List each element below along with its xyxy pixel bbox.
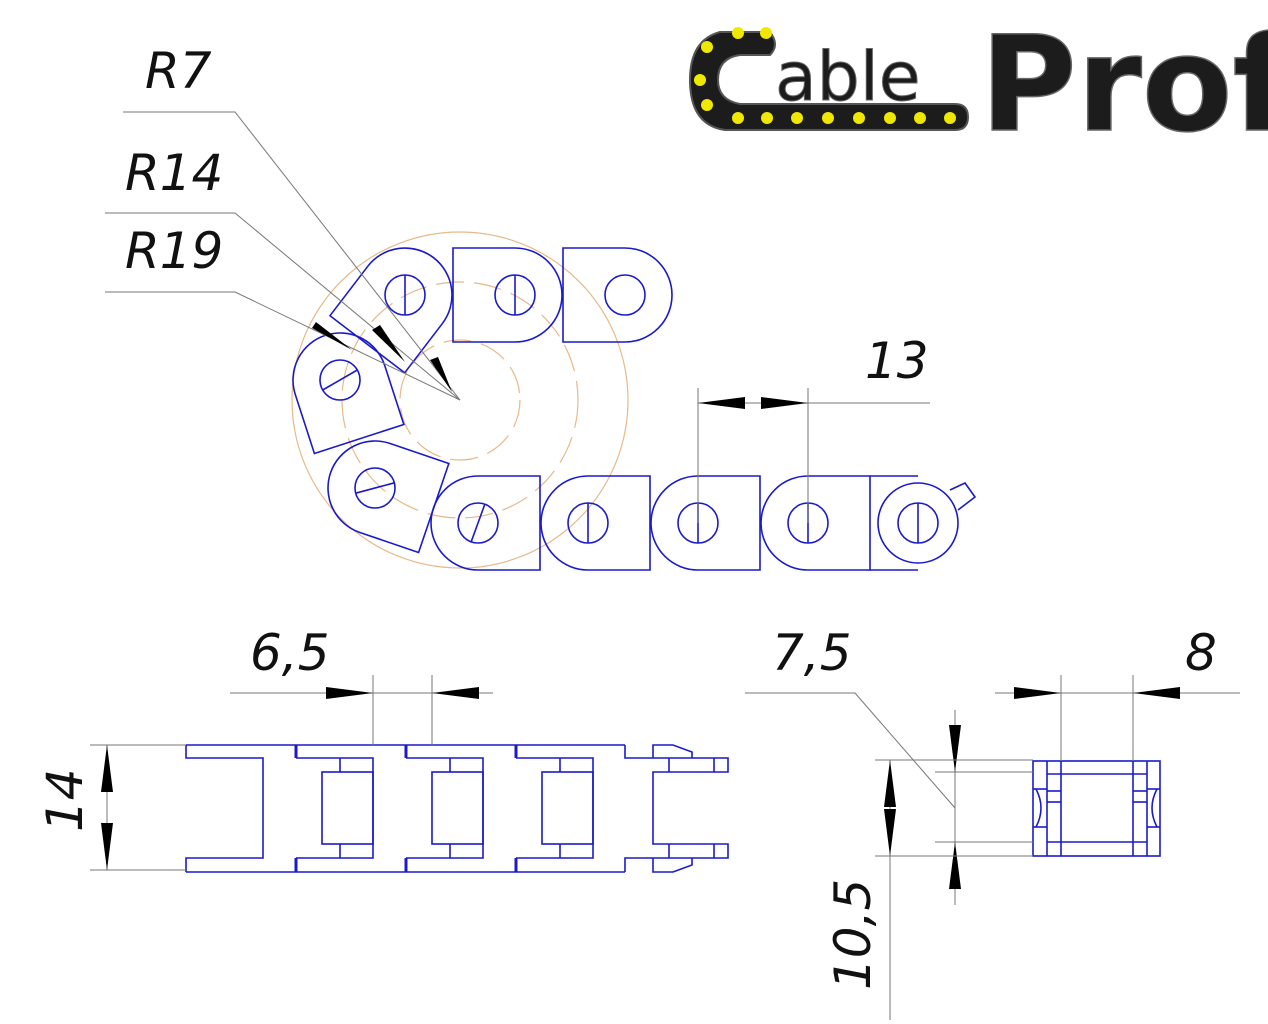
pin-slot: [470, 503, 486, 543]
height-dimension: [90, 744, 186, 871]
pin-slot: [322, 369, 358, 391]
chain-side-view: [185, 744, 729, 873]
pitch-dimension: [697, 388, 930, 523]
logo-text-able: able: [775, 38, 921, 117]
side-gap-dimension: [230, 675, 493, 745]
logo-dot: [884, 112, 896, 124]
dim-r19: R19: [125, 222, 223, 280]
radius-leaders: [105, 111, 461, 401]
side-link: [404, 745, 484, 872]
cableprof-logo: able Prof: [688, 7, 1268, 163]
chain-front-view: [292, 247, 959, 571]
dim-r7: R7: [145, 42, 212, 100]
chain-link: [328, 247, 453, 374]
pin-hole: [457, 502, 499, 544]
logo-dot: [822, 112, 834, 124]
pin-hole: [604, 274, 646, 316]
bend-radius-circles: [291, 231, 629, 569]
chain-end-view: [1032, 760, 1161, 857]
inner-width-dimension: [995, 675, 1240, 761]
logo-dot: [853, 112, 865, 124]
logo-dot: [914, 112, 926, 124]
side-link: [514, 745, 594, 872]
pin-slot: [355, 482, 395, 494]
pin-hole: [319, 359, 361, 401]
chain-link: [292, 332, 405, 455]
dim-inner-height: 7,5: [772, 624, 852, 682]
chain-link: [430, 475, 541, 571]
logo-dot: [791, 112, 803, 124]
logo-text-prof: Prof: [980, 8, 1268, 162]
logo-chain-dots: [694, 27, 956, 124]
outer-height-dimension: [875, 759, 1033, 1020]
dim-inner-width: 8: [1185, 624, 1217, 682]
chain-link: [760, 475, 871, 571]
inner-height-dimension: [745, 692, 1033, 905]
chain-link: [540, 475, 651, 571]
chain-link: [452, 247, 563, 343]
chain-link-end: [877, 482, 959, 564]
arrowhead: [430, 357, 452, 392]
dim-side-gap: 6,5: [250, 624, 330, 682]
dim-height: 14: [36, 768, 94, 832]
dim-r14: R14: [125, 144, 223, 202]
side-link: [294, 745, 374, 872]
logo-dot: [944, 112, 956, 124]
logo-dot: [732, 112, 744, 124]
logo-dot: [701, 99, 713, 111]
dim-outer-height: 10,5: [824, 879, 882, 990]
logo-dot: [694, 74, 706, 86]
chain-link: [650, 475, 761, 571]
chain-link: [562, 247, 673, 343]
logo-chain-c: [688, 31, 970, 131]
logo-dot: [732, 27, 744, 39]
end-tab: [949, 481, 977, 511]
chain-link: [327, 440, 450, 554]
arrowhead: [312, 322, 352, 350]
logo-dot: [761, 112, 773, 124]
dim-pitch: 13: [865, 332, 929, 390]
logo-dot: [760, 27, 772, 39]
pin-hole: [354, 467, 396, 509]
logo-dot: [701, 41, 713, 53]
arrowhead: [372, 325, 405, 362]
